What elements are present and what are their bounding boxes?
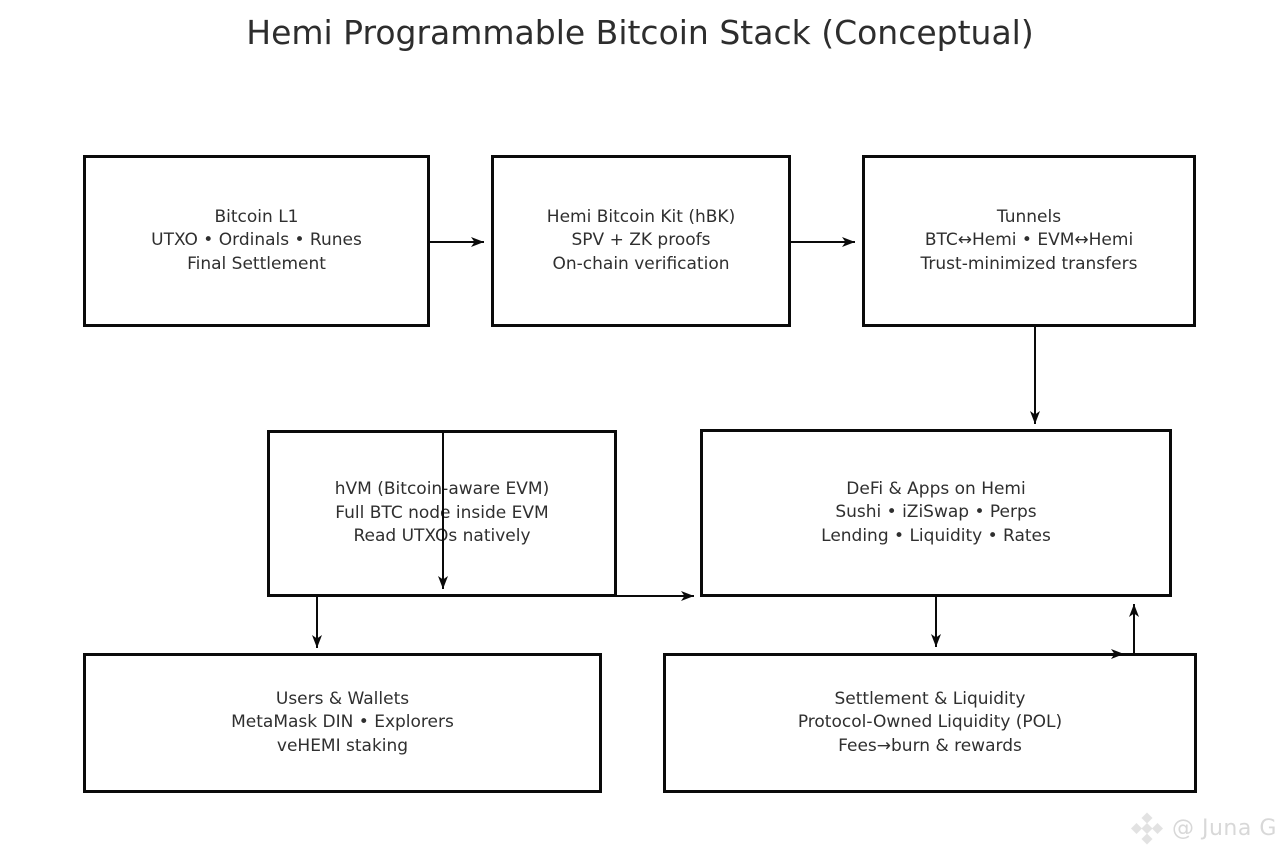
box-line: Sushi • iZiSwap • Perps — [835, 502, 1037, 523]
box-line: Trust-minimized transfers — [920, 253, 1138, 274]
diagram-box-users: Users & Wallets MetaMask DIN • Explorers… — [83, 653, 602, 793]
box-line: Hemi Bitcoin Kit (hBK) — [546, 206, 736, 227]
box-line: Full BTC node inside EVM — [335, 502, 549, 523]
diagram-box-hvm: hVM (Bitcoin-aware EVM) Full BTC node in… — [267, 430, 617, 597]
box-line: Settlement & Liquidity — [834, 688, 1026, 709]
box-line: hVM (Bitcoin-aware EVM) — [334, 479, 550, 500]
box-line: UTXO • Ordinals • Runes — [151, 230, 362, 251]
box-line: Users & Wallets — [275, 688, 410, 709]
box-line: Tunnels — [996, 206, 1062, 227]
binance-diamond-logo — [1131, 812, 1163, 845]
box-line: MetaMask DIN • Explorers — [231, 712, 454, 733]
box-line: Fees→burn & rewards — [838, 735, 1022, 756]
box-line: Protocol-Owned Liquidity (POL) — [797, 712, 1063, 733]
box-line: Bitcoin L1 — [214, 206, 299, 227]
box-line: Final Settlement — [187, 253, 326, 274]
box-line: veHEMI staking — [276, 735, 409, 756]
box-line: On-chain verification — [552, 253, 730, 274]
box-line: BTC↔Hemi • EVM↔Hemi — [924, 230, 1134, 251]
box-line: SPV + ZK proofs — [571, 230, 711, 251]
diagram-box-hbk: Hemi Bitcoin Kit (hBK) SPV + ZK proofs O… — [491, 155, 791, 327]
diagram-box-bitcoin-l1: Bitcoin L1 UTXO • Ordinals • Runes Final… — [83, 155, 430, 327]
box-line: DeFi & Apps on Hemi — [846, 478, 1026, 499]
diagram-box-settlement: Settlement & Liquidity Protocol-Owned Li… — [663, 653, 1197, 793]
watermark: @ Juna G — [1129, 809, 1277, 847]
diagram-box-tunnels: Tunnels BTC↔Hemi • EVM↔Hemi Trust-minimi… — [862, 155, 1196, 327]
watermark-handle: @ Juna G — [1172, 815, 1277, 841]
box-line: Read UTXOs natively — [353, 526, 531, 547]
page-title: Hemi Programmable Bitcoin Stack (Concept… — [246, 13, 1034, 52]
diagram-box-defi: DeFi & Apps on Hemi Sushi • iZiSwap • Pe… — [700, 429, 1172, 597]
box-line: Lending • Liquidity • Rates — [821, 525, 1051, 546]
